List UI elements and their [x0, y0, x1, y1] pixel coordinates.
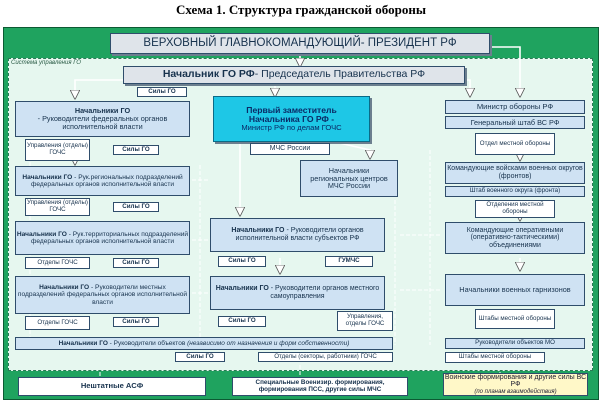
municipal-chiefs-box: Начальники ГО - Руководители органов мес…: [210, 276, 385, 310]
federal-departments-box: Управления (отделы) ГОЧС: [25, 139, 90, 161]
regional-departments-box: Управления (отделы) ГОЧС: [25, 198, 90, 216]
regional-centers-line3: МЧС России: [327, 181, 371, 191]
subjects-chiefs-label: Начальники ГО: [231, 227, 285, 235]
forces-box-local: Силы ГО: [113, 317, 159, 327]
garrison-chiefs-box: Начальники военных гарнизонов: [445, 274, 585, 306]
federal-chiefs-label: Начальники ГО: [74, 106, 131, 116]
regional-centers-box: Начальники региональных центров МЧС Росс…: [300, 160, 398, 197]
defense-minister-box: Министр обороны РФ: [445, 100, 585, 114]
subjects-chiefs-box: Начальники ГО - Руководители органов исп…: [210, 218, 385, 252]
first-deputy-box: Первый заместитель Начальника ГО РФ - Ми…: [213, 96, 370, 142]
mo-object-heads-box: Руководители объектов МО: [445, 338, 585, 349]
page-title: Схема 1. Структура гражданской обороны: [175, 2, 426, 17]
regional-centers-line2: региональных центров: [310, 173, 388, 183]
forces-box-top: Силы ГО: [137, 87, 187, 97]
municipal-chiefs-rest: - Руководители органов местного самоупра…: [268, 285, 380, 300]
forces-box-municipal: Силы ГО: [218, 316, 266, 327]
chief-civil-defense-rest: - Председатель Правительства РФ: [254, 68, 426, 81]
operational-commanders-box: Командующие оперативными (оперативно-так…: [445, 222, 585, 254]
local-chiefs-box: Начальники ГО - Руководители местных под…: [15, 276, 190, 314]
object-chiefs-box: Начальники ГО - Руководители объектов (н…: [15, 337, 393, 350]
regional-centers-line1: Начальники: [328, 165, 370, 175]
local-chiefs-rest: - Руководители местных подразделений фед…: [17, 284, 188, 306]
territorial-chiefs-box: Начальники ГО - Рук.территориальных подр…: [15, 221, 190, 255]
regional-chiefs-rest: - Рук.региональных подразделений федерал…: [30, 173, 183, 188]
territorial-chiefs-label: Начальники ГО: [16, 230, 67, 238]
federal-chiefs-rest: - Руководители федеральных органов испол…: [37, 114, 168, 131]
municipal-chiefs-label: Начальники ГО: [215, 285, 269, 293]
system-label: Система управления ГО: [11, 60, 81, 66]
local-defense-department-box: Отдел местной обороны: [475, 133, 555, 155]
military-formations-box: Воинские формирования и другие силы ВС Р…: [443, 373, 588, 396]
local-defense-hqs-box: Штабы местной обороны: [475, 309, 555, 329]
mchs-box: МЧС России: [250, 143, 330, 155]
local-departments-box: Отделы ГОЧС: [25, 316, 90, 330]
regional-chiefs-box: Начальники ГО - Рук.региональных подразд…: [15, 166, 190, 196]
non-staff-asf-box: Нештатные АСФ: [18, 377, 206, 396]
district-commanders-box: Командующие войсками военных округов (фр…: [445, 162, 585, 184]
supreme-commander-label: ВЕРХОВНЫЙ ГЛАВНОКОМАНДУЮЩИЙ: [143, 37, 361, 50]
gumchs-box: ГУМЧС: [325, 256, 373, 267]
local-defense-hq-box: Штабы местной обороны: [445, 352, 545, 363]
military-formations-label: Воинские формирования и другие силы ВС Р…: [444, 373, 587, 389]
departments-workers-box: Отделы (секторы, работники) ГОЧС: [258, 352, 393, 362]
chief-civil-defense-box: Начальник ГО РФ - Председатель Правитель…: [123, 66, 465, 84]
object-chiefs-rest: - Руководители объектов: [107, 339, 188, 347]
first-deputy-line3: Министр РФ по делам ГОЧС: [241, 123, 342, 133]
forces-box-subjects: Силы ГО: [218, 256, 266, 267]
first-deputy-line1: Первый заместитель: [246, 104, 337, 115]
special-formations-box: Специальные Военизир. формирования, форм…: [232, 377, 408, 396]
subjects-chiefs-rest: - Руководители органов исполнительной вл…: [235, 227, 364, 242]
forces-box-objects: Силы ГО: [175, 352, 225, 362]
local-chiefs-label: Начальники ГО: [39, 284, 90, 292]
territorial-chiefs-rest: - Рук.территориальных подразделений феде…: [30, 230, 189, 245]
local-defense-departments-box: Отделения местной обороны: [475, 200, 555, 218]
forces-box-regional: Силы ГО: [113, 202, 159, 212]
object-chiefs-note: (независимо от назначения и форм собстве…: [187, 339, 350, 347]
district-hq-box: Штаб военного округа (фронта): [445, 186, 585, 197]
military-formations-note: (по планам взаимодействия): [474, 388, 557, 395]
forces-box-territorial: Силы ГО: [113, 258, 159, 268]
object-chiefs-label: Начальники ГО: [58, 339, 108, 347]
forces-box-federal: Силы ГО: [113, 145, 159, 155]
municipal-departments-box: Управления, отделы ГОЧС: [337, 311, 393, 331]
chief-civil-defense-label: Начальник ГО РФ: [162, 68, 255, 81]
general-staff-box: Генеральный штаб ВС РФ: [445, 116, 585, 129]
territorial-departments-box: Отделы ГОЧС: [25, 257, 90, 269]
regional-chiefs-label: Начальники ГО: [22, 173, 73, 181]
federal-chiefs-box: Начальники ГО - Руководители федеральных…: [15, 101, 190, 137]
supreme-commander-box: ВЕРХОВНЫЙ ГЛАВНОКОМАНДУЮЩИЙ - ПРЕЗИДЕНТ …: [110, 33, 490, 54]
first-deputy-line2: Начальника ГО РФ -: [248, 113, 335, 124]
supreme-commander-rest: - ПРЕЗИДЕНТ РФ: [360, 37, 457, 50]
